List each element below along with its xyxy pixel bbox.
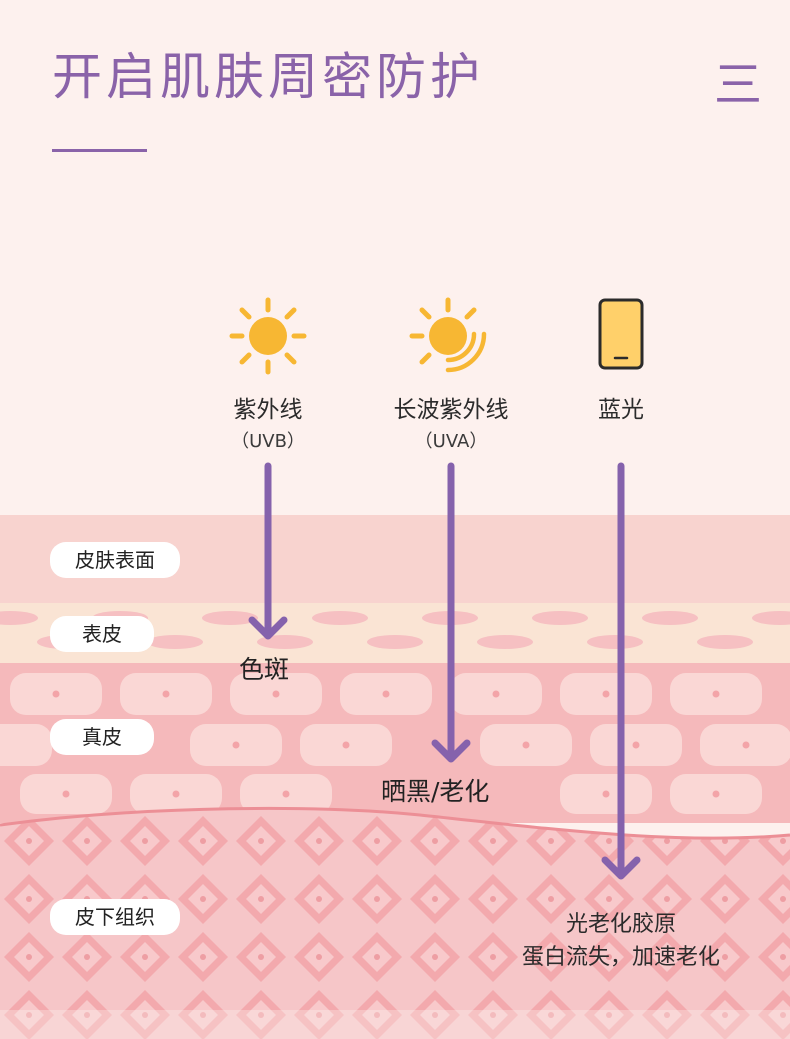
- effect-uvb: 色斑: [239, 655, 290, 684]
- layer-label-subcutaneous: 皮下组织: [50, 899, 180, 935]
- section-mark: 三: [714, 57, 763, 113]
- sun-waves-icon: [409, 297, 487, 373]
- title-underline: [52, 149, 147, 152]
- source-label-uvb: 紫外线: [233, 397, 303, 423]
- source-label-uva: 长波紫外线: [393, 397, 509, 423]
- phone-screen-icon: [598, 298, 644, 370]
- layer-label-dermis: 真皮: [50, 719, 154, 755]
- page-title: 开启肌肤周密防护: [52, 48, 484, 106]
- sun-icon: [229, 297, 307, 375]
- source-sub-uvb: （UVB）: [231, 431, 305, 452]
- layer-label-epidermis: 表皮: [50, 616, 154, 652]
- effect-blue-light-line1: 光老化胶原: [565, 912, 676, 937]
- effect-uva: 晒黑/老化: [381, 777, 490, 806]
- effect-blue-light-line2: 蛋白流失，加速老化: [521, 945, 720, 970]
- effect-blue-light: 光老化胶原 蛋白流失，加速老化: [496, 908, 746, 974]
- layer-label-surface: 皮肤表面: [50, 542, 180, 578]
- source-sub-uva: （UVA）: [414, 431, 488, 452]
- source-label-blue-light: 蓝光: [598, 397, 644, 423]
